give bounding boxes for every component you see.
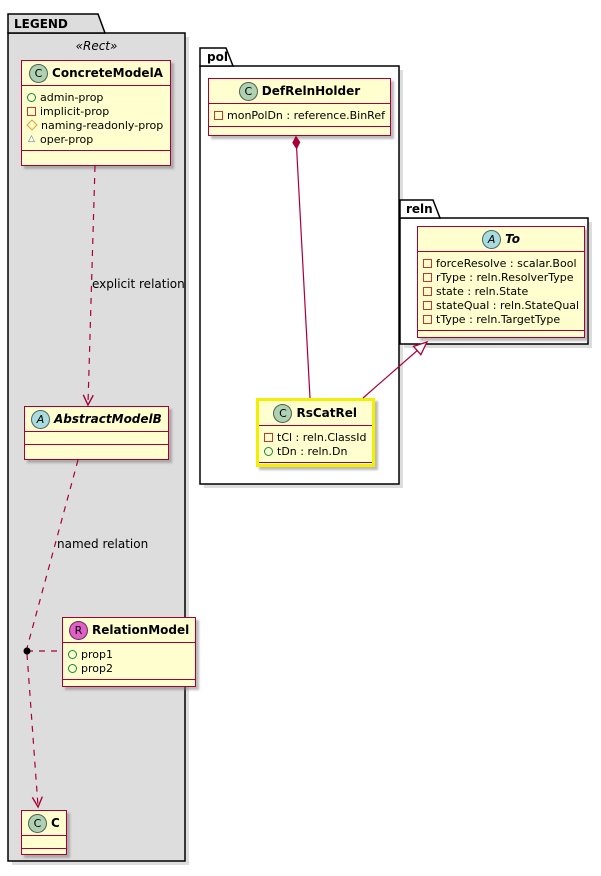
class-attributes: monPolDn : reference.BinRef bbox=[209, 103, 390, 126]
class-spot-c-icon: C bbox=[238, 81, 258, 101]
class-c[interactable]: C C bbox=[21, 810, 67, 855]
empty-attributes-compartment bbox=[25, 431, 168, 444]
class-attributes: tCl : reln.ClassId tDn : reln.Dn bbox=[259, 425, 372, 462]
attribute-row: forceResolve : scalar.Bool bbox=[423, 256, 579, 270]
edge-named-relation-lower bbox=[26, 653, 43, 809]
attribute-label: monPolDn : reference.BinRef bbox=[227, 108, 385, 122]
class-attributes: admin-prop implicit-prop naming-readonly… bbox=[22, 85, 170, 150]
red-square-icon bbox=[423, 314, 432, 324]
attribute-row: naming-readonly-prop bbox=[26, 118, 165, 132]
attribute-label: forceResolve : scalar.Bool bbox=[436, 256, 577, 270]
attribute-row: oper-prop bbox=[27, 132, 165, 146]
class-header: C DefRelnHolder bbox=[209, 79, 390, 103]
class-header: C C bbox=[22, 811, 66, 835]
explicit-relation-label: explicit relation bbox=[92, 277, 185, 291]
attribute-row: monPolDn : reference.BinRef bbox=[214, 108, 385, 122]
red-square-icon bbox=[423, 272, 432, 282]
class-spot-c-icon: C bbox=[29, 63, 49, 83]
class-name: C bbox=[51, 816, 60, 830]
blue-triangle-icon bbox=[27, 135, 36, 144]
attribute-row: implicit-prop bbox=[27, 104, 165, 118]
attribute-label: oper-prop bbox=[40, 132, 94, 146]
class-name: RelationModel bbox=[92, 623, 190, 637]
attribute-label: state : reln.State bbox=[436, 284, 529, 298]
attribute-label: tDn : reln.Dn bbox=[277, 444, 348, 458]
attribute-row: tType : reln.TargetType bbox=[423, 312, 579, 326]
attribute-row: state : reln.State bbox=[423, 284, 579, 298]
class-rs-cat-rel[interactable]: C RsCatRel tCl : reln.ClassId tDn : reln… bbox=[256, 398, 375, 467]
class-name: To bbox=[505, 232, 520, 246]
class-name: AbstractModelB bbox=[54, 412, 162, 426]
edge-composition-defrelnholder-rscatrel bbox=[292, 135, 311, 399]
empty-methods-compartment bbox=[259, 462, 372, 464]
class-spot-c-icon: C bbox=[273, 403, 293, 423]
empty-methods-compartment bbox=[22, 848, 66, 854]
class-header: C RsCatRel bbox=[259, 401, 372, 425]
attribute-row: prop2 bbox=[68, 661, 190, 675]
red-square-icon bbox=[423, 286, 432, 296]
green-circle-icon bbox=[264, 446, 273, 456]
legend-stereotype-label: «Rect» bbox=[75, 39, 118, 53]
attribute-row: tDn : reln.Dn bbox=[264, 444, 367, 458]
class-name: DefRelnHolder bbox=[261, 84, 361, 98]
class-attributes: prop1 prop2 bbox=[63, 642, 196, 679]
attribute-label: admin-prop bbox=[40, 90, 104, 104]
class-spot-r-icon: R bbox=[69, 620, 88, 640]
red-square-icon bbox=[264, 432, 273, 442]
green-circle-icon bbox=[68, 663, 77, 673]
class-name: ConcreteModelA bbox=[52, 66, 163, 80]
attribute-label: tType : reln.TargetType bbox=[436, 312, 561, 326]
green-circle-icon bbox=[27, 92, 36, 102]
attribute-label: stateQual : reln.StateQual bbox=[436, 298, 580, 312]
red-square-icon bbox=[214, 110, 223, 120]
attribute-label: tCl : reln.ClassId bbox=[277, 430, 367, 444]
class-header: R RelationModel bbox=[63, 618, 195, 642]
red-square-icon bbox=[423, 258, 432, 268]
junction-dot-icon bbox=[23, 647, 31, 655]
orange-diamond-icon bbox=[26, 119, 38, 131]
attribute-row: stateQual : reln.StateQual bbox=[423, 298, 579, 312]
class-header: A AbstractModelB bbox=[25, 407, 168, 431]
empty-methods-compartment bbox=[63, 679, 196, 686]
named-relation-label: named relation bbox=[57, 537, 149, 551]
attribute-label: rType : reln.ResolverType bbox=[436, 270, 574, 284]
attribute-label: prop2 bbox=[81, 661, 113, 675]
attribute-row: tCl : reln.ClassId bbox=[264, 430, 367, 444]
class-spot-a-icon: A bbox=[482, 229, 502, 249]
empty-methods-compartment bbox=[209, 126, 390, 135]
attribute-label: naming-readonly-prop bbox=[41, 118, 164, 132]
class-header: C ConcreteModelA bbox=[22, 61, 170, 85]
edge-generalization-rscatrel-to bbox=[362, 340, 429, 399]
legend-package-label: LEGEND bbox=[14, 17, 68, 31]
class-to[interactable]: A To forceResolve : scalar.Bool rType : … bbox=[417, 226, 586, 338]
class-concrete-model-a[interactable]: C ConcreteModelA admin-prop implicit-pro… bbox=[21, 60, 171, 166]
red-square-icon bbox=[423, 300, 432, 310]
attribute-row: rType : reln.ResolverType bbox=[423, 270, 579, 284]
class-relation-model[interactable]: R RelationModel prop1 prop2 bbox=[62, 617, 197, 687]
empty-methods-compartment bbox=[418, 330, 585, 337]
green-circle-icon bbox=[68, 649, 77, 659]
attribute-label: prop1 bbox=[81, 647, 113, 661]
empty-methods-compartment bbox=[25, 444, 168, 459]
attribute-label: implicit-prop bbox=[40, 104, 110, 118]
reln-package-label: reln bbox=[406, 202, 433, 216]
class-abstract-model-b[interactable]: A AbstractModelB bbox=[24, 406, 169, 460]
red-square-icon bbox=[27, 106, 36, 116]
class-attributes: forceResolve : scalar.Bool rType : reln.… bbox=[418, 251, 585, 330]
class-header: A To bbox=[418, 227, 584, 251]
class-spot-a-icon: A bbox=[31, 409, 50, 429]
pol-package-label: pol bbox=[207, 50, 228, 64]
class-spot-c-icon: C bbox=[28, 813, 47, 833]
attribute-row: prop1 bbox=[68, 647, 190, 661]
attribute-row: admin-prop bbox=[27, 90, 165, 104]
empty-attributes-compartment bbox=[22, 835, 66, 848]
empty-methods-compartment bbox=[22, 150, 170, 165]
class-name: RsCatRel bbox=[296, 406, 357, 420]
class-def-reln-holder[interactable]: C DefRelnHolder monPolDn : reference.Bin… bbox=[208, 78, 391, 136]
